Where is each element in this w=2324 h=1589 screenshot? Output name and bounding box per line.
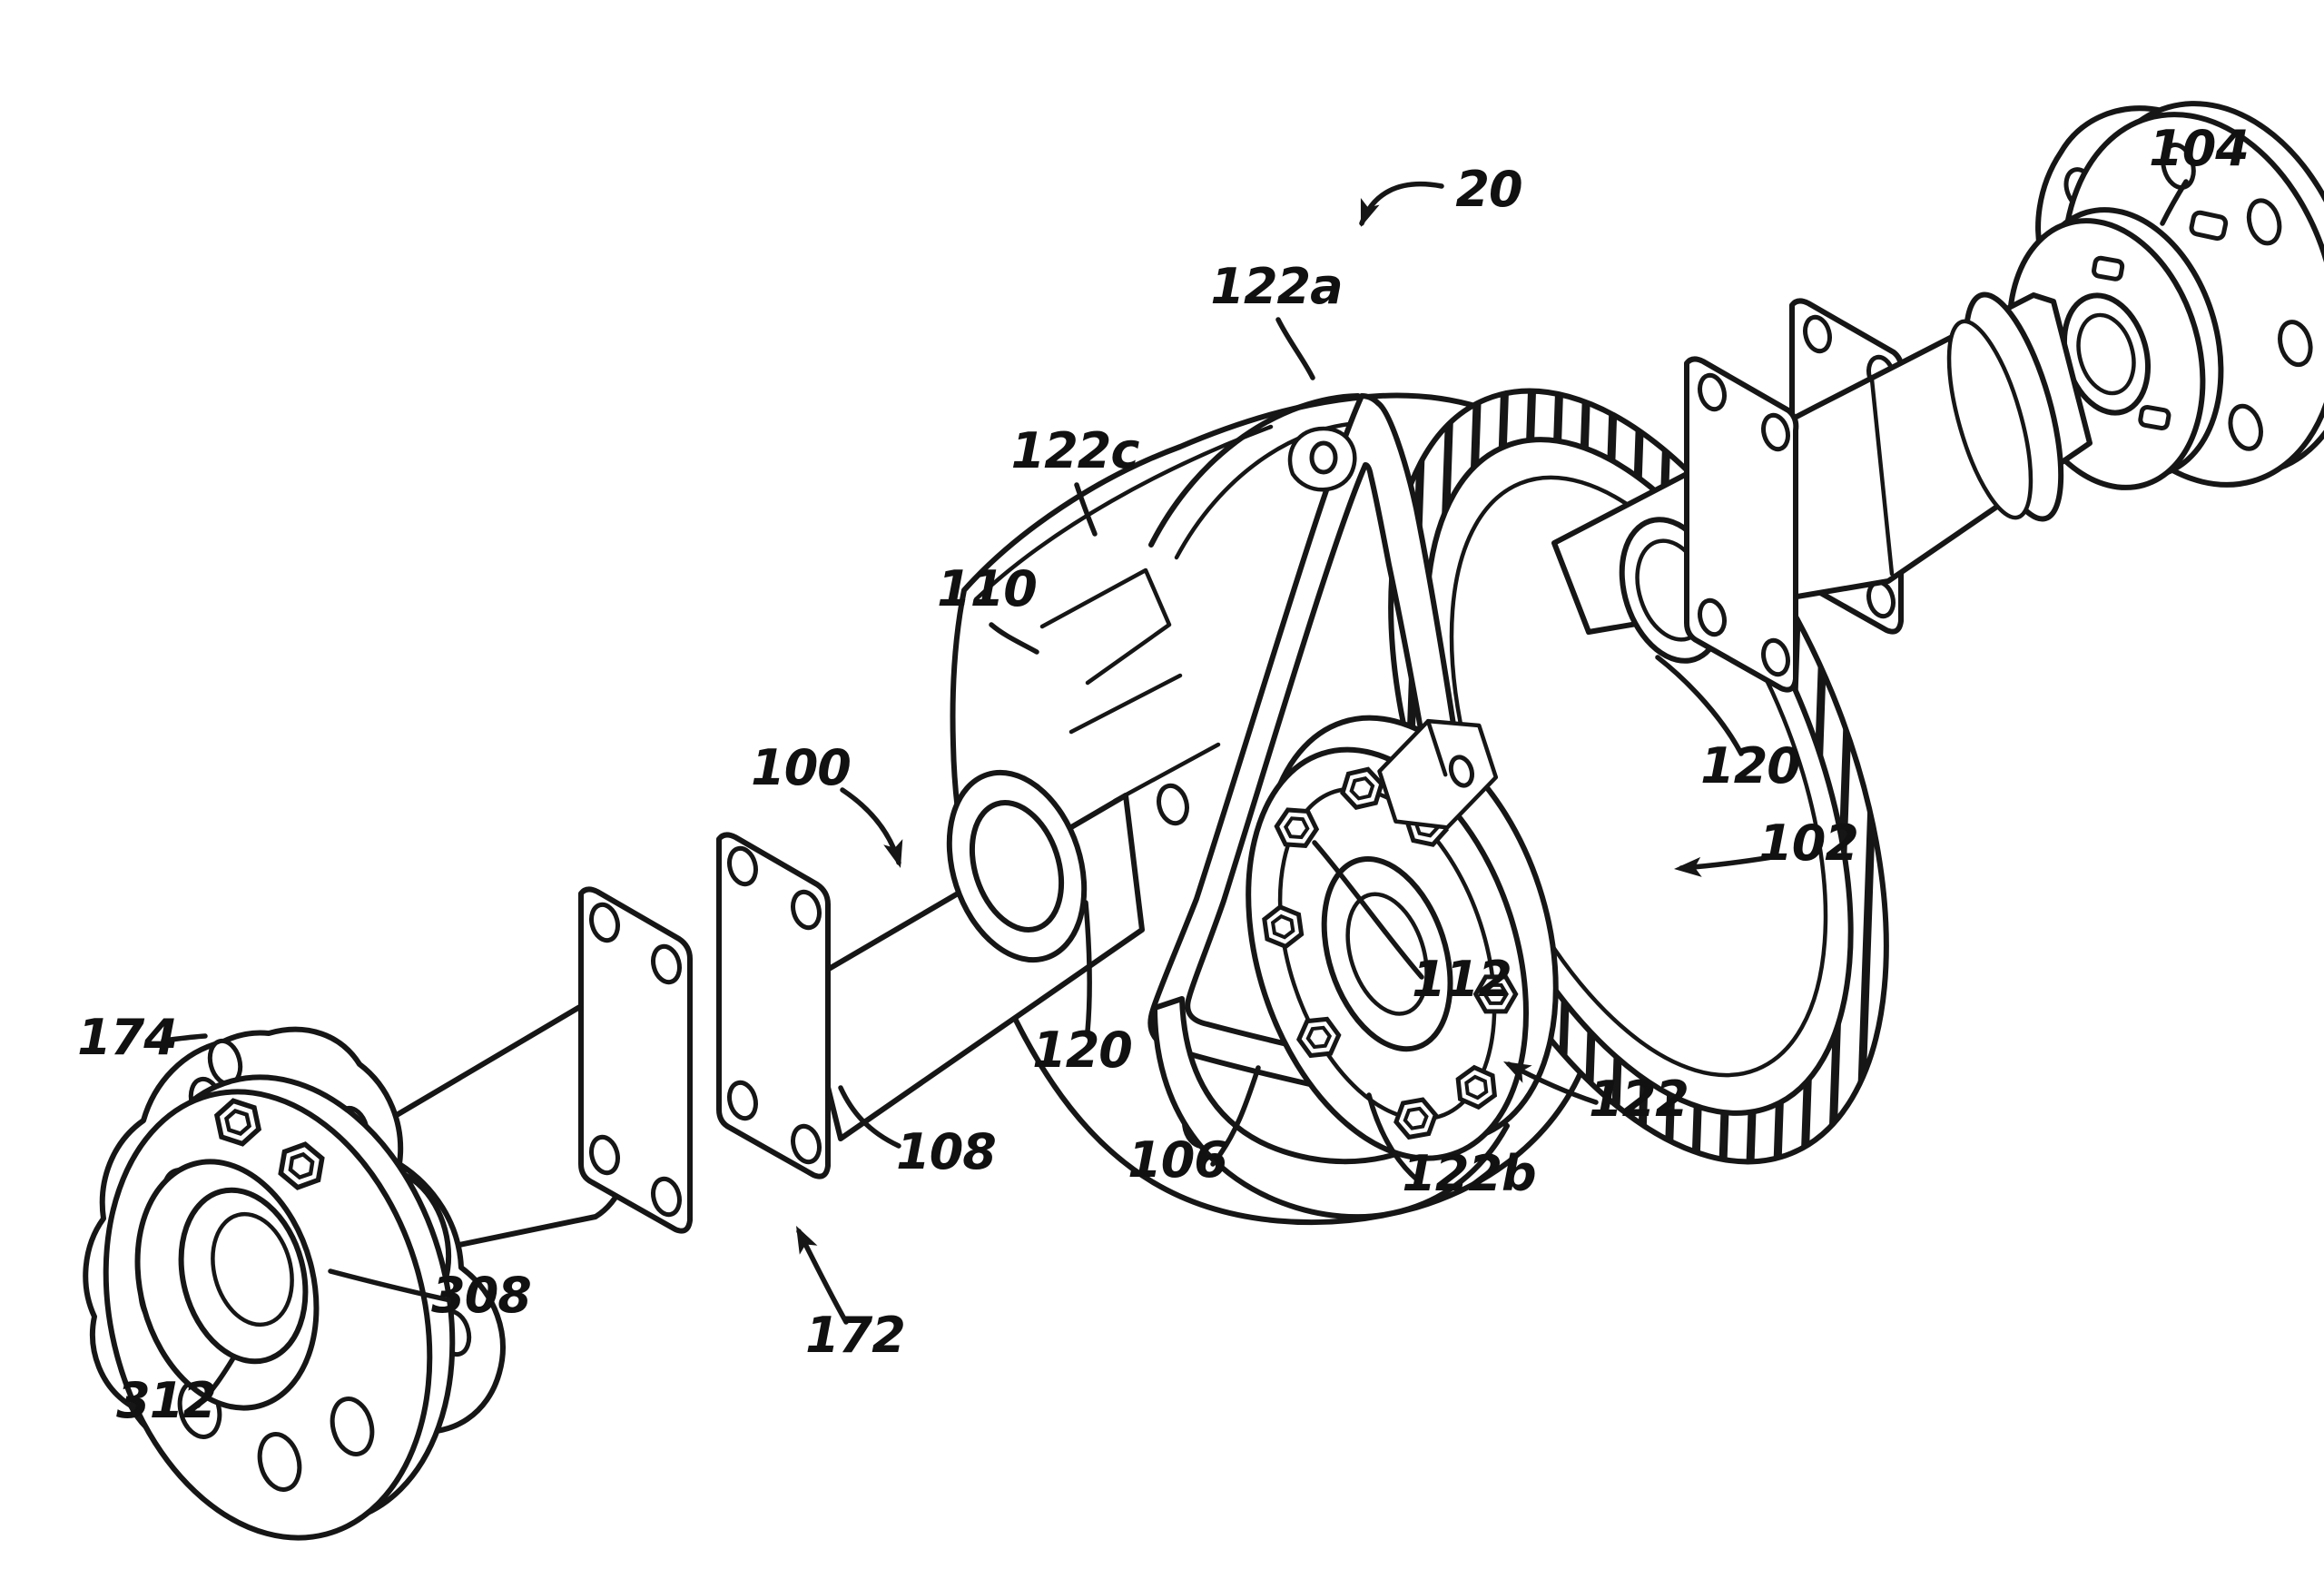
ref-label-104: 104: [2149, 120, 2249, 177]
leader-20: [1359, 181, 1444, 226]
case-lug-hole: [1448, 755, 1475, 788]
leader-122b: [1366, 1092, 1421, 1183]
ref-label-108: 108: [896, 1123, 996, 1180]
ref-label-122a: 122a: [1210, 258, 1342, 315]
ref-label-102: 102: [1758, 814, 1858, 872]
ref-label-122: 122: [1589, 1071, 1689, 1128]
left-mounting-plate-rear: [716, 832, 831, 1179]
ref-label-110: 110: [937, 560, 1037, 617]
reference-numerals: 20 104 122a 122c 110 100 120 120 102 112…: [77, 120, 2250, 1429]
leader-110: [989, 622, 1039, 655]
right-mounting-plate-front: [1684, 356, 1799, 693]
ref-label-312: 312: [116, 1372, 216, 1429]
housing-hole: [1157, 783, 1189, 826]
left-mounting-plate-front: [578, 886, 693, 1234]
ref-label-122c: 122c: [1011, 422, 1140, 479]
ref-label-106: 106: [1128, 1131, 1227, 1189]
leader-112: [1312, 840, 1424, 980]
ref-label-174: 174: [77, 1009, 177, 1066]
leader-120-left: [1083, 900, 1092, 1034]
leader-308: [328, 1268, 453, 1303]
arrowhead-20: [1360, 198, 1380, 227]
ref-label-20: 20: [1455, 161, 1521, 218]
arrowhead-122: [1503, 1061, 1532, 1083]
cover-lug-hole: [1309, 440, 1338, 475]
leader-122c: [1074, 482, 1098, 537]
left-hub-assembly: [83, 1026, 506, 1541]
arrowhead-100: [883, 839, 903, 868]
ref-label-122b: 122b: [1402, 1145, 1535, 1202]
left-bearing-ring: [946, 769, 1088, 963]
ref-label-100: 100: [751, 739, 851, 796]
leader-174: [161, 1033, 208, 1043]
arrowhead-172: [796, 1226, 818, 1255]
left-hub-bore: [134, 1159, 320, 1411]
ref-label-120-left: 120: [1032, 1022, 1132, 1079]
leader-120-right: [1655, 655, 1744, 756]
leader-lines: [161, 179, 2189, 1408]
ref-label-112: 112: [1412, 951, 1512, 1008]
leader-312: [195, 1354, 237, 1408]
ref-label-308: 308: [431, 1267, 531, 1324]
differential-case: [1246, 715, 1559, 1161]
leader-104: [2160, 179, 2189, 226]
leader-122a: [1275, 317, 1315, 380]
arrowhead-102: [1674, 856, 1702, 877]
ref-label-172: 172: [805, 1307, 905, 1364]
ref-label-120-right: 120: [1700, 737, 1800, 794]
leader-108: [838, 1085, 901, 1149]
housing-dome-rim: [1148, 393, 1363, 560]
leader-106: [1210, 1065, 1261, 1167]
